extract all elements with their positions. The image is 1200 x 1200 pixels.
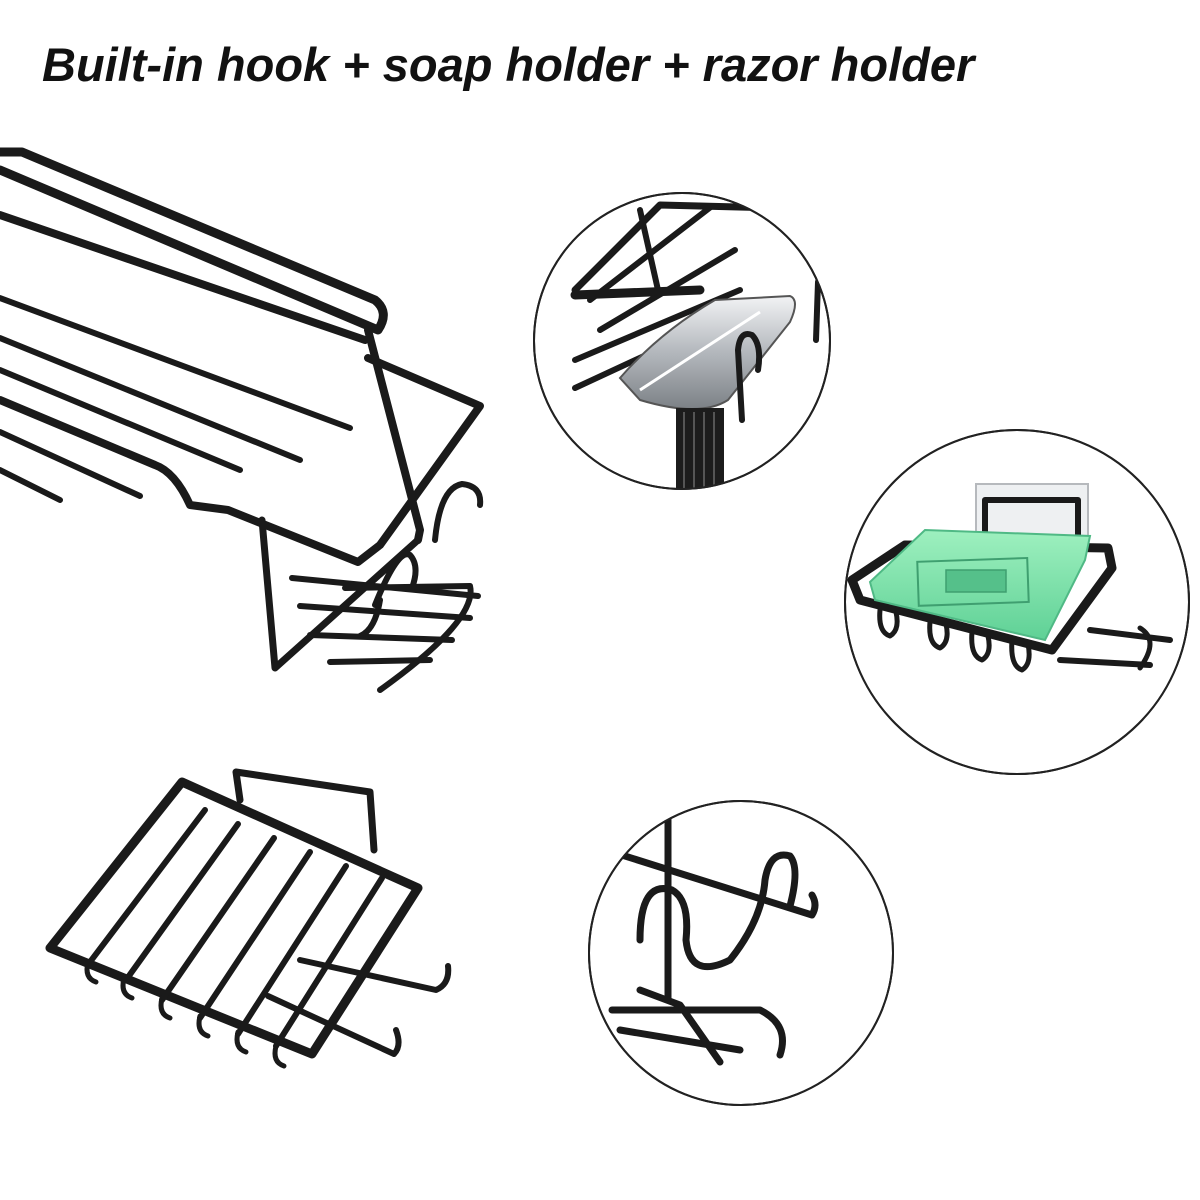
main-shelf-basket — [0, 147, 484, 693]
soap-dish-basket — [45, 768, 452, 1069]
soap-holder-detail — [844, 429, 1190, 775]
hook-detail — [588, 800, 894, 1106]
razor-holder-detail — [533, 192, 831, 490]
headline: Built-in hook + soap holder + razor hold… — [42, 38, 975, 91]
